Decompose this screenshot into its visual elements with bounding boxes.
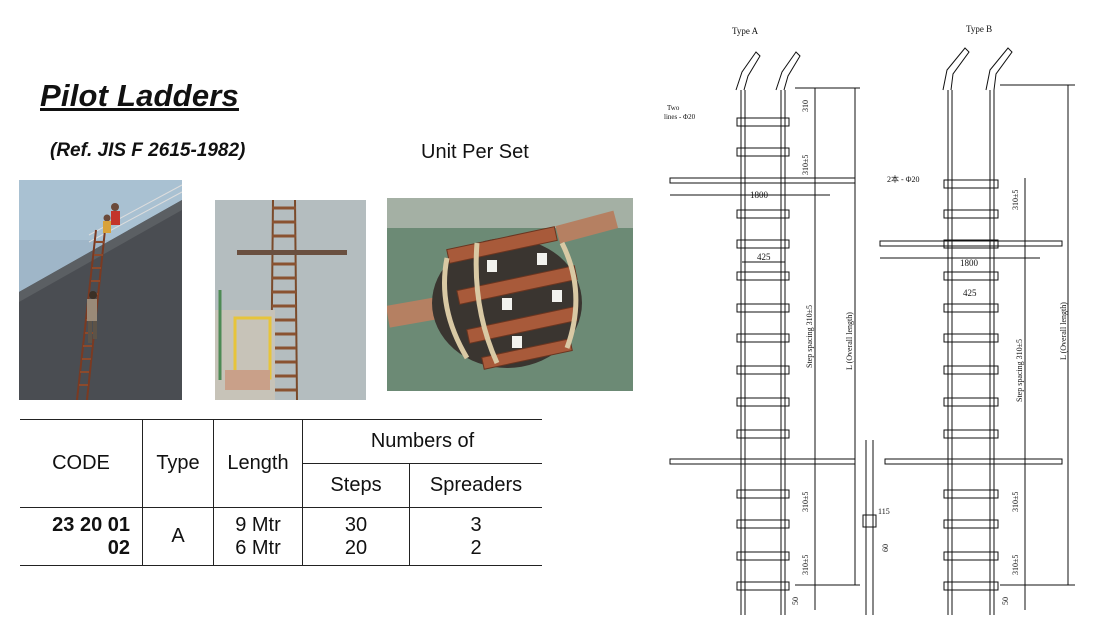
photo-ladder-on-hull <box>215 200 366 400</box>
header-spreaders: Spreaders <box>409 463 542 508</box>
header-length: Length <box>213 419 303 508</box>
length-value-1: 9 Mtr <box>235 513 281 536</box>
photo-rolled-ladder-set <box>387 198 633 391</box>
spreaders-cell: 3 2 <box>409 507 542 566</box>
two-lines-label-2: lines - Φ20 <box>664 113 696 121</box>
ladder-technical-drawing: Type A Type B Two lines - Φ20 2本 - Φ20 1… <box>664 24 1075 615</box>
code-value-2: 02 <box>107 536 130 559</box>
dim-310pm5-a1: 310±5 <box>801 155 810 175</box>
standard-reference: (Ref. JIS F 2615-1982) <box>50 140 246 161</box>
spreaders-value-1: 3 <box>470 513 482 536</box>
step-width-b: 425 <box>963 288 977 298</box>
steps-cell: 30 20 <box>302 507 410 566</box>
type-b-label: Type B <box>966 24 992 34</box>
spreader-length-a: 1800 <box>750 190 769 200</box>
header-code: CODE <box>20 419 143 508</box>
header-type: Type <box>142 419 214 508</box>
unit-label: Unit Per Set <box>421 141 529 163</box>
dim-310pm5-b2: 310±5 <box>1011 492 1020 512</box>
dim-115: 115 <box>878 507 890 516</box>
dim-310pm5-a3: 310±5 <box>801 555 810 575</box>
length-value-2: 6 Mtr <box>235 536 281 559</box>
dim-310pm5-a2: 310±5 <box>801 492 810 512</box>
header-numbers-of: Numbers of <box>302 419 542 464</box>
code-cell: 23 20 01 02 <box>20 507 143 566</box>
spreaders-value-2: 2 <box>470 536 482 559</box>
step-spacing-b: Step spacing 310±5 <box>1015 339 1024 402</box>
steps-value-2: 20 <box>344 536 368 559</box>
spreader-length-b: 1800 <box>960 258 979 268</box>
type-value: A <box>142 507 214 566</box>
length-cell: 9 Mtr 6 Mtr <box>213 507 303 566</box>
dim-310-a: 310 <box>801 100 810 112</box>
overall-length-a: L (Overall length) <box>845 312 854 370</box>
header-steps: Steps <box>302 463 410 508</box>
type-a-label: Type A <box>732 26 759 36</box>
step-width-a: 425 <box>757 252 771 262</box>
dim-310pm5-b1: 310±5 <box>1011 190 1020 210</box>
dim-50-b: 50 <box>1001 597 1010 605</box>
spec-table: CODE Type Length Numbers of Steps Spread… <box>20 419 542 566</box>
type-b-lines-label: 2本 - Φ20 <box>887 174 920 184</box>
dim-50-a: 50 <box>791 597 800 605</box>
page-title: Pilot Ladders <box>40 78 239 113</box>
overall-length-b: L (Overall length) <box>1059 302 1068 360</box>
step-spacing-a: Step spacing 310±5 <box>805 305 814 368</box>
steps-value-1: 30 <box>344 513 368 536</box>
photo-ship-hull-ladder <box>19 180 182 400</box>
code-value-1: 23 20 01 <box>52 513 130 536</box>
dim-60: 60 <box>881 544 890 552</box>
two-lines-label: Two <box>667 104 680 112</box>
dim-310pm5-b3: 310±5 <box>1011 555 1020 575</box>
